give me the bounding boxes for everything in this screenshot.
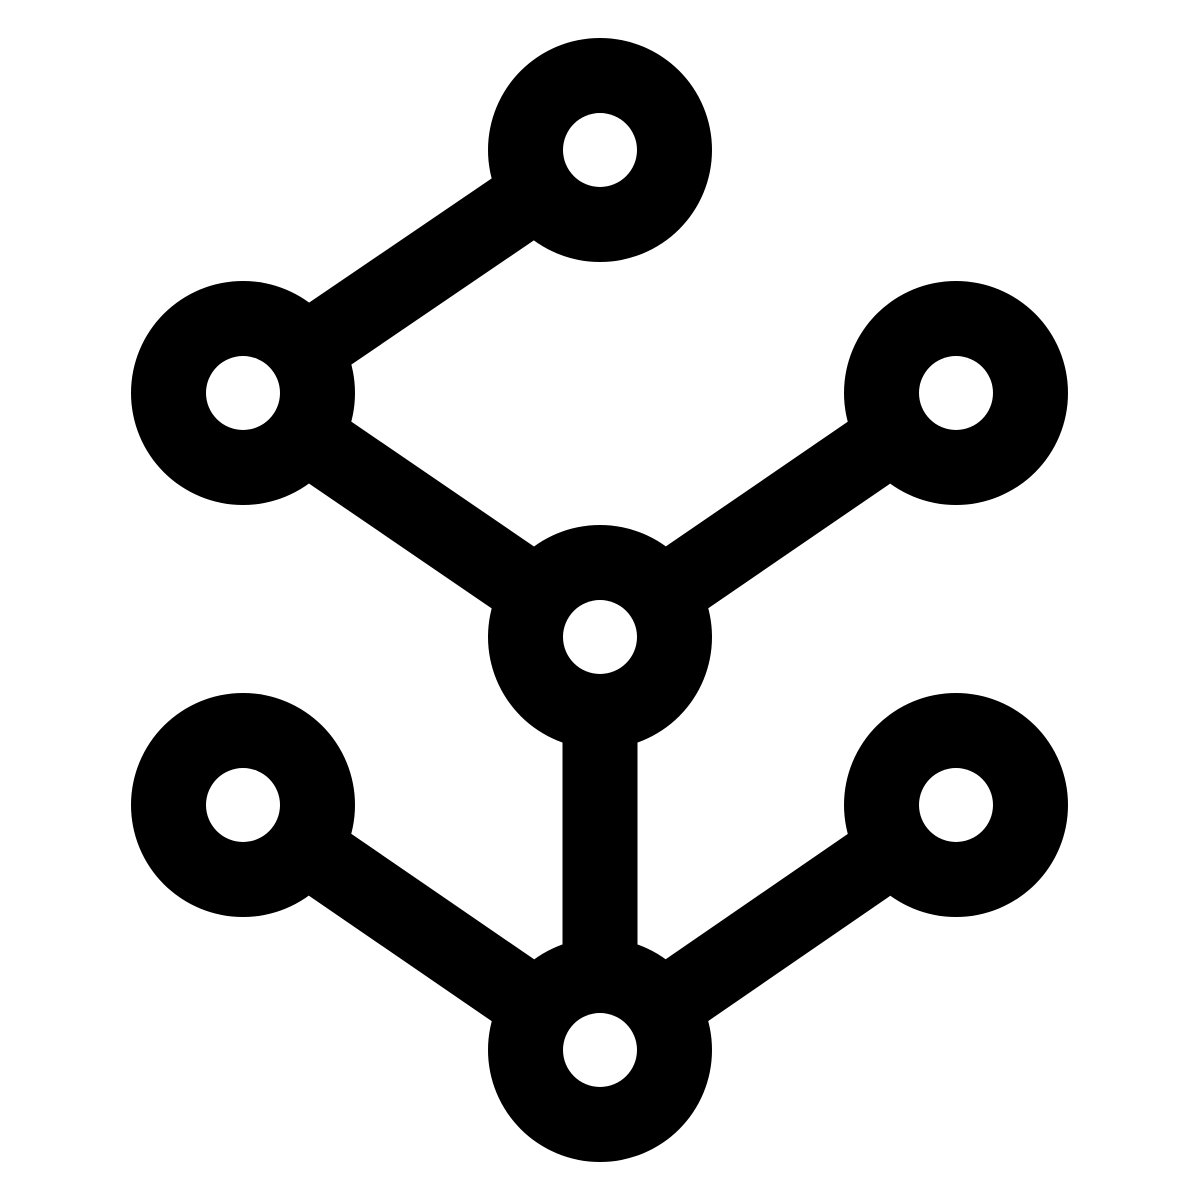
graph-node xyxy=(488,938,712,1162)
graph-node xyxy=(488,38,712,262)
graph-node xyxy=(488,525,712,749)
graph-node xyxy=(131,281,355,505)
graph-node xyxy=(131,693,355,917)
graph-nodes xyxy=(131,38,1068,1162)
graph-node xyxy=(844,281,1068,505)
graph-node xyxy=(844,693,1068,917)
